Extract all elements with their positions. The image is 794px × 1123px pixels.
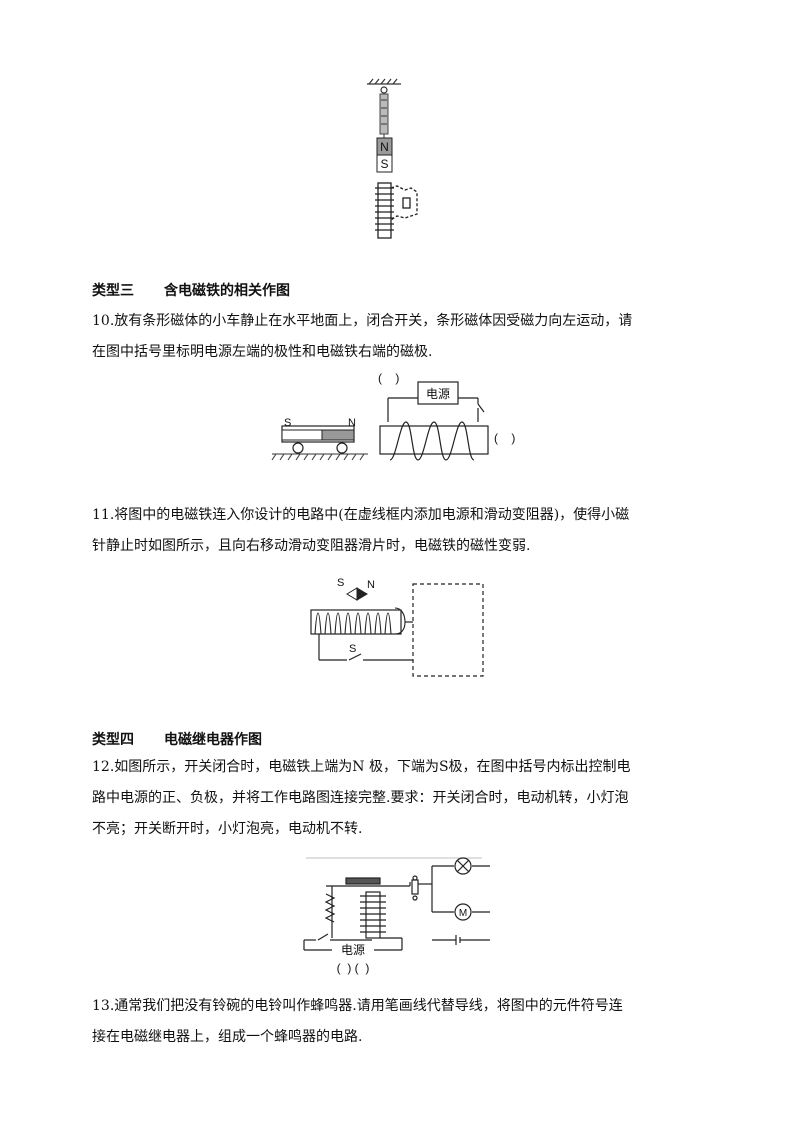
magnet-n-label: N: [380, 140, 389, 154]
section-3-subtitle: 含电磁铁的相关作图: [164, 283, 290, 299]
control-circuit: [303, 933, 403, 951]
magnet-right-bracket: ( ): [494, 431, 515, 445]
electromagnet-coil: [375, 182, 418, 239]
magnet-s-label: S: [380, 157, 388, 171]
magnet-n-label: N: [348, 417, 356, 429]
power-source-box: [417, 381, 459, 405]
bar-magnet-s-half: [281, 429, 323, 441]
power-source-label: 电源: [426, 387, 450, 401]
circuit-wires: [388, 397, 485, 413]
question-11: 11.将图中的电磁铁连入你设计的电路中(在虚线框内添加电源和滑动变阻器)，使得小…: [92, 500, 712, 562]
polarity-brackets: ( ) ( ): [337, 961, 370, 975]
question-11-line-1: 11.将图中的电磁铁连入你设计的电路中(在虚线框内添加电源和滑动变阻器)，使得小…: [92, 507, 630, 523]
needle-n-label: N: [367, 579, 375, 591]
dashed-box: [412, 583, 484, 677]
magnet-s-label: S: [284, 417, 291, 429]
question-12-line-2: 路中电源的正、负极，并将工作电路图连接完整.要求：开关闭合时，电动机转，小灯泡: [92, 790, 629, 806]
power-source-label: 电源: [341, 943, 365, 957]
question-12: 12.如图所示，开关闭合时，电磁铁上端为N 极，下端为S极，在图中括号内标出控制…: [92, 752, 712, 845]
figure-q12-relay-circuit: M 电源 ( ) ( ): [303, 857, 490, 975]
needle-s-label: S: [337, 577, 344, 589]
question-10-line-1: 10.放有条形磁体的小车静止在水平地面上，闭合开关，条形磁体因受磁力向左运动，请: [92, 313, 633, 329]
electromagnet-coil: [360, 891, 386, 939]
contact-terminals: [411, 875, 419, 901]
bar-magnet-n-half: [321, 429, 355, 441]
question-10-line-2: 在图中括号里标明电源左端的极性和电磁铁右端的磁极.: [92, 344, 433, 360]
section-4-subtitle: 电磁继电器作图: [164, 732, 262, 748]
ground: [271, 453, 368, 461]
motor-icon: [454, 903, 472, 921]
question-13-line-2: 接在电磁继电器上，组成一个蜂鸣器的电路.: [92, 1029, 363, 1045]
work-circuit: [418, 865, 490, 945]
question-11-line-2: 针静止时如图所示，且向右移动滑动变阻器滑片时，电磁铁的磁性变弱.: [92, 538, 531, 554]
iron-core: [379, 425, 489, 455]
compass-needle: [346, 587, 368, 601]
ceiling-support: [367, 78, 401, 94]
question-12-line-3: 不亮；开关断开时，小灯泡亮，电动机不转.: [92, 821, 363, 837]
motor-label: M: [459, 908, 467, 919]
figure-hanging-magnet: N S: [367, 78, 418, 239]
section-4-title: 类型四: [92, 732, 134, 748]
lamp-icon: [454, 857, 472, 875]
relay-frame: [306, 857, 482, 938]
section-3-title: 类型三: [92, 283, 134, 299]
spring-scale: [379, 93, 389, 138]
section-3-heading: 类型三 含电磁铁的相关作图: [92, 280, 290, 300]
power-left-bracket: ( ): [378, 371, 399, 385]
question-13-line-1: 13.通常我们把没有铃碗的电铃叫作蜂鸣器.请用笔画线代替导线，将图中的元件符号连: [92, 998, 623, 1014]
question-12-line-1: 12.如图所示，开关闭合时，电磁铁上端为N 极，下端为S极，在图中括号内标出控制…: [92, 759, 631, 775]
figure-q10-cart-electromagnet: S N 电源 ( ) ( ): [271, 371, 515, 461]
question-13: 13.通常我们把没有铃碗的电铃叫作蜂鸣器.请用笔画线代替导线，将图中的元件符号连…: [92, 991, 712, 1053]
figure-q11-electromagnet-circuit: S N S: [310, 577, 484, 677]
switch-label: S: [349, 643, 356, 655]
magnet-s-pole: [376, 154, 393, 173]
circuit-wires: [318, 621, 413, 661]
coil-windings: [387, 398, 479, 461]
question-10: 10.放有条形磁体的小车静止在水平地面上，闭合开关，条形磁体因受磁力向左运动，请…: [92, 306, 712, 368]
section-4-heading: 类型四 电磁继电器作图: [92, 729, 262, 749]
